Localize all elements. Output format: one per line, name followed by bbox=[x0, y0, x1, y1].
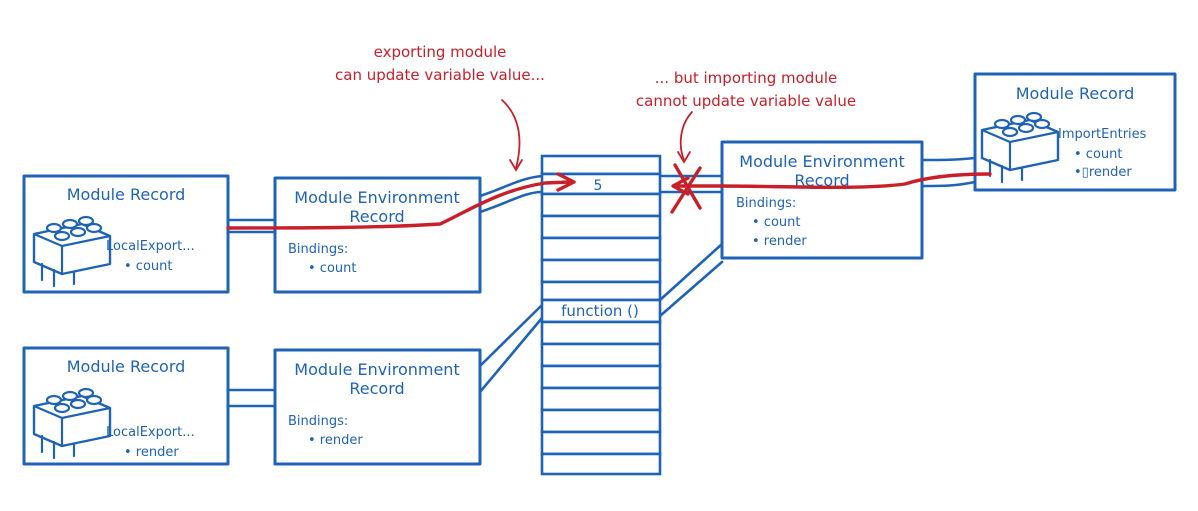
import-note-line1: ... but importing module bbox=[655, 69, 837, 87]
import-entry: • count bbox=[1074, 147, 1122, 162]
memory-cell bbox=[540, 342, 662, 368]
env-record-title-line1: Module Environment bbox=[294, 188, 459, 207]
export-note-line1: exporting module bbox=[374, 43, 507, 61]
env-record-title-line1: Module Environment bbox=[739, 152, 904, 171]
export-note-line2: can update variable value... bbox=[335, 66, 545, 84]
bindings-label: Bindings: bbox=[288, 242, 348, 257]
env-record-title-line2: Record bbox=[349, 379, 404, 398]
memory-cell bbox=[540, 430, 662, 456]
memory-value-count: 5 bbox=[594, 178, 603, 194]
module-env-record-bottom-left: Module Environment Record Bindings: • re… bbox=[273, 348, 482, 466]
memory-cell bbox=[540, 214, 662, 240]
bindings-label: Bindings: bbox=[736, 196, 796, 211]
local-export-entry: • count bbox=[124, 259, 172, 274]
connector-env-memory-bottom bbox=[478, 303, 544, 394]
env-record-title-line2: Record bbox=[349, 207, 404, 226]
local-export-entry: • render bbox=[124, 445, 179, 460]
memory-cell bbox=[540, 364, 662, 390]
memory-cell bbox=[540, 258, 662, 284]
env-record-title-line2: Record bbox=[794, 171, 849, 190]
module-env-record-top-left: Module Environment Record Bindings: • co… bbox=[273, 176, 482, 294]
memory-stack: 5 function () bbox=[540, 154, 662, 476]
export-callout-arrow bbox=[501, 99, 521, 169]
memory-cell bbox=[540, 386, 662, 412]
import-callout-arrow bbox=[679, 111, 693, 161]
export-callout-arrow-head-icon bbox=[509, 159, 523, 172]
env-record-title-line1: Module Environment bbox=[294, 360, 459, 379]
module-env-record-right: Module Environment Record Bindings: • co… bbox=[720, 140, 924, 260]
connector-record-env-bottom bbox=[226, 388, 277, 408]
local-export-label: LocalExport... bbox=[106, 239, 195, 254]
local-export-label: LocalExport... bbox=[106, 425, 195, 440]
blocked-x-icon bbox=[670, 163, 702, 214]
export-arrow-head-icon bbox=[556, 172, 576, 192]
memory-cell bbox=[540, 192, 662, 218]
connector-record-env-top bbox=[226, 218, 277, 234]
memory-value-function: function () bbox=[561, 302, 639, 320]
connector-env-memory-top bbox=[478, 174, 544, 214]
module-record-bottom-left: Module Record LocalExport... • render bbox=[22, 346, 230, 466]
connector-record-env-right bbox=[920, 156, 977, 188]
connector-env-memory-function bbox=[658, 242, 724, 318]
import-entries-label: ImportEntries bbox=[1058, 127, 1147, 142]
annotations: exporting module can update variable val… bbox=[335, 43, 856, 110]
module-record-top-left: Module Record LocalExport... • count bbox=[22, 174, 230, 294]
module-record-title: Module Record bbox=[1016, 84, 1135, 103]
binding-entry: • count bbox=[308, 261, 356, 276]
bindings-label: Bindings: bbox=[288, 414, 348, 429]
binding-entry: • count bbox=[752, 215, 800, 230]
memory-cell bbox=[540, 320, 662, 346]
connectors bbox=[226, 156, 977, 408]
module-record-right: Module Record ImportEntries • count •▯re… bbox=[973, 72, 1177, 192]
module-record-title: Module Record bbox=[67, 357, 186, 376]
export-update-arrow bbox=[226, 180, 572, 230]
module-record-title: Module Record bbox=[67, 185, 186, 204]
memory-cell bbox=[540, 452, 662, 476]
binding-entry: • render bbox=[752, 234, 807, 249]
import-callout-arrow-head-icon bbox=[677, 151, 691, 164]
memory-cell bbox=[540, 154, 662, 176]
memory-cell bbox=[540, 280, 662, 302]
memory-cell bbox=[540, 408, 662, 434]
memory-cell bbox=[540, 236, 662, 262]
binding-entry: • render bbox=[308, 433, 363, 448]
import-entry: •▯render bbox=[1074, 165, 1132, 180]
import-note-line2: cannot update variable value bbox=[636, 92, 856, 110]
red-arrows bbox=[226, 99, 992, 230]
import-update-arrow bbox=[673, 172, 992, 190]
